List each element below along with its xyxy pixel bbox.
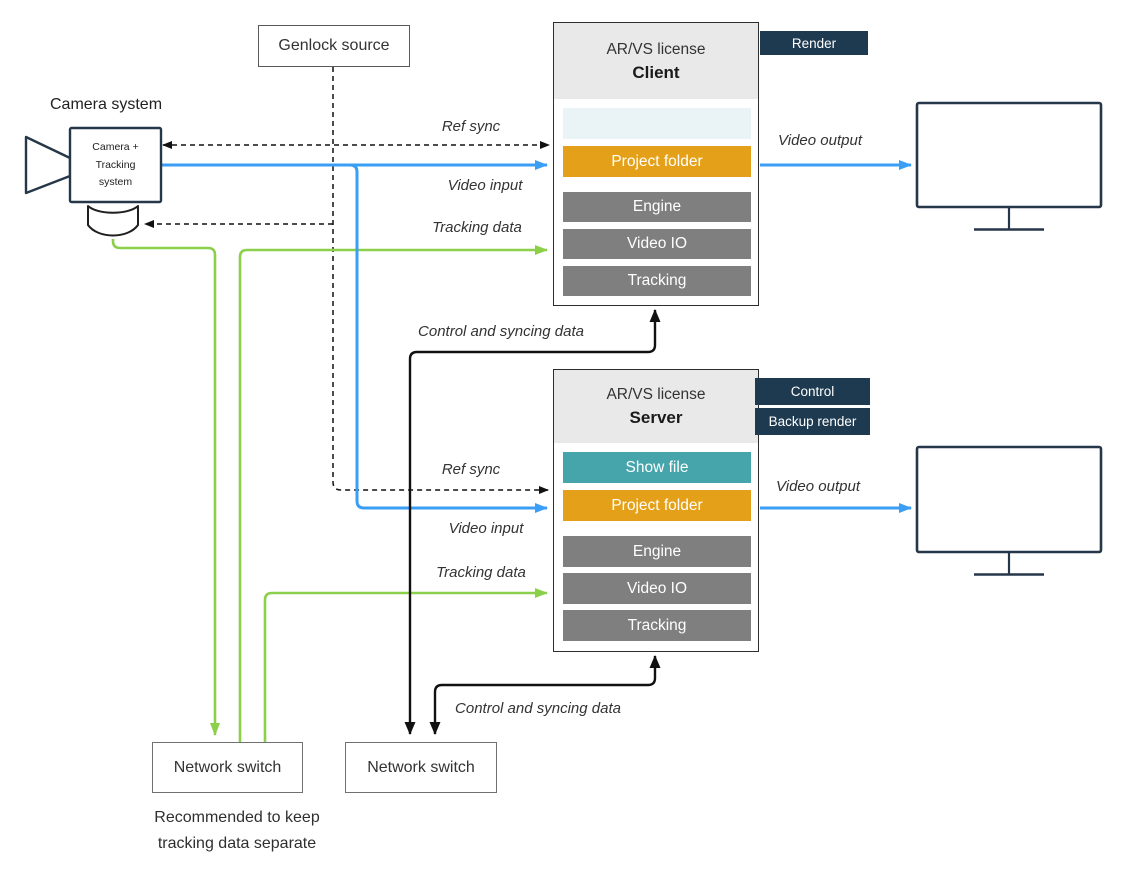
label-ref-sync-server: Ref sync xyxy=(441,461,501,478)
client-role-label: Client xyxy=(632,62,680,82)
network-switch-right-label: Network switch xyxy=(367,758,475,776)
server-license-label: AR/VS license xyxy=(606,386,706,403)
note-text: Recommended to keep tracking data separa… xyxy=(112,805,362,857)
server-box: AR/VS license Server Show file Project f… xyxy=(553,369,759,652)
client-box: AR/VS license Client Project folder Engi… xyxy=(553,22,759,306)
label-video-output-client: Video output xyxy=(778,132,862,149)
edge-tracking-switch-to-server xyxy=(263,588,548,742)
client-module-video-io: Video IO xyxy=(563,229,751,259)
monitor-2-icon xyxy=(915,445,1103,576)
client-module-engine: Engine xyxy=(563,192,751,222)
server-header: AR/VS license Server xyxy=(554,370,758,443)
label-control-sync-server: Control and syncing data xyxy=(455,700,621,717)
label-control-sync-client: Control and syncing data xyxy=(418,323,584,340)
camera-lens-shape xyxy=(24,135,72,195)
server-module-engine: Engine xyxy=(563,536,751,567)
server-module-show-file: Show file xyxy=(563,452,751,483)
note-line1: Recommended to keep xyxy=(154,809,320,826)
edge-tracking-camera-to-switch xyxy=(111,239,220,736)
client-module-tracking: Tracking xyxy=(563,266,751,296)
server-module-tracking: Tracking xyxy=(563,610,751,641)
client-module-placeholder xyxy=(563,108,751,139)
label-tracking-data-client: Tracking data xyxy=(432,219,522,236)
label-ref-sync-client: Ref sync xyxy=(441,118,501,135)
edge-control-server-switch xyxy=(429,655,661,735)
client-license-label: AR/VS license xyxy=(606,40,706,58)
control-badge: Control xyxy=(755,378,870,405)
client-module-project-folder: Project folder xyxy=(563,146,751,177)
network-switch-right: Network switch xyxy=(345,742,497,793)
note-line2: tracking data separate xyxy=(157,835,317,852)
network-switch-left-label: Network switch xyxy=(173,758,282,776)
backup-render-badge: Backup render xyxy=(755,408,870,435)
client-header: AR/VS license Client xyxy=(554,23,758,99)
camera-body-label-line2: Tracking xyxy=(95,158,136,171)
genlock-source-box: Genlock source xyxy=(258,25,410,67)
server-role-label: Server xyxy=(629,408,683,427)
camera-mount-shape xyxy=(87,205,139,237)
network-switch-left: Network switch xyxy=(152,742,303,793)
monitor-1-icon xyxy=(915,101,1103,231)
label-tracking-data-server: Tracking data xyxy=(436,564,526,581)
camera-body-label-line3: system xyxy=(98,176,133,188)
server-module-project-folder: Project folder xyxy=(563,490,751,521)
label-video-input-client: Video input xyxy=(447,177,523,194)
render-badge: Render xyxy=(760,31,868,55)
label-video-input-server: Video input xyxy=(448,520,524,537)
camera-body-label-line1: Camera + xyxy=(92,141,139,153)
server-module-video-io: Video IO xyxy=(563,573,751,604)
label-video-output-server: Video output xyxy=(776,478,860,495)
genlock-source-label: Genlock source xyxy=(278,37,390,54)
camera-system-heading: Camera system xyxy=(50,96,163,113)
camera-body-label: Camera + Tracking system xyxy=(70,139,161,192)
